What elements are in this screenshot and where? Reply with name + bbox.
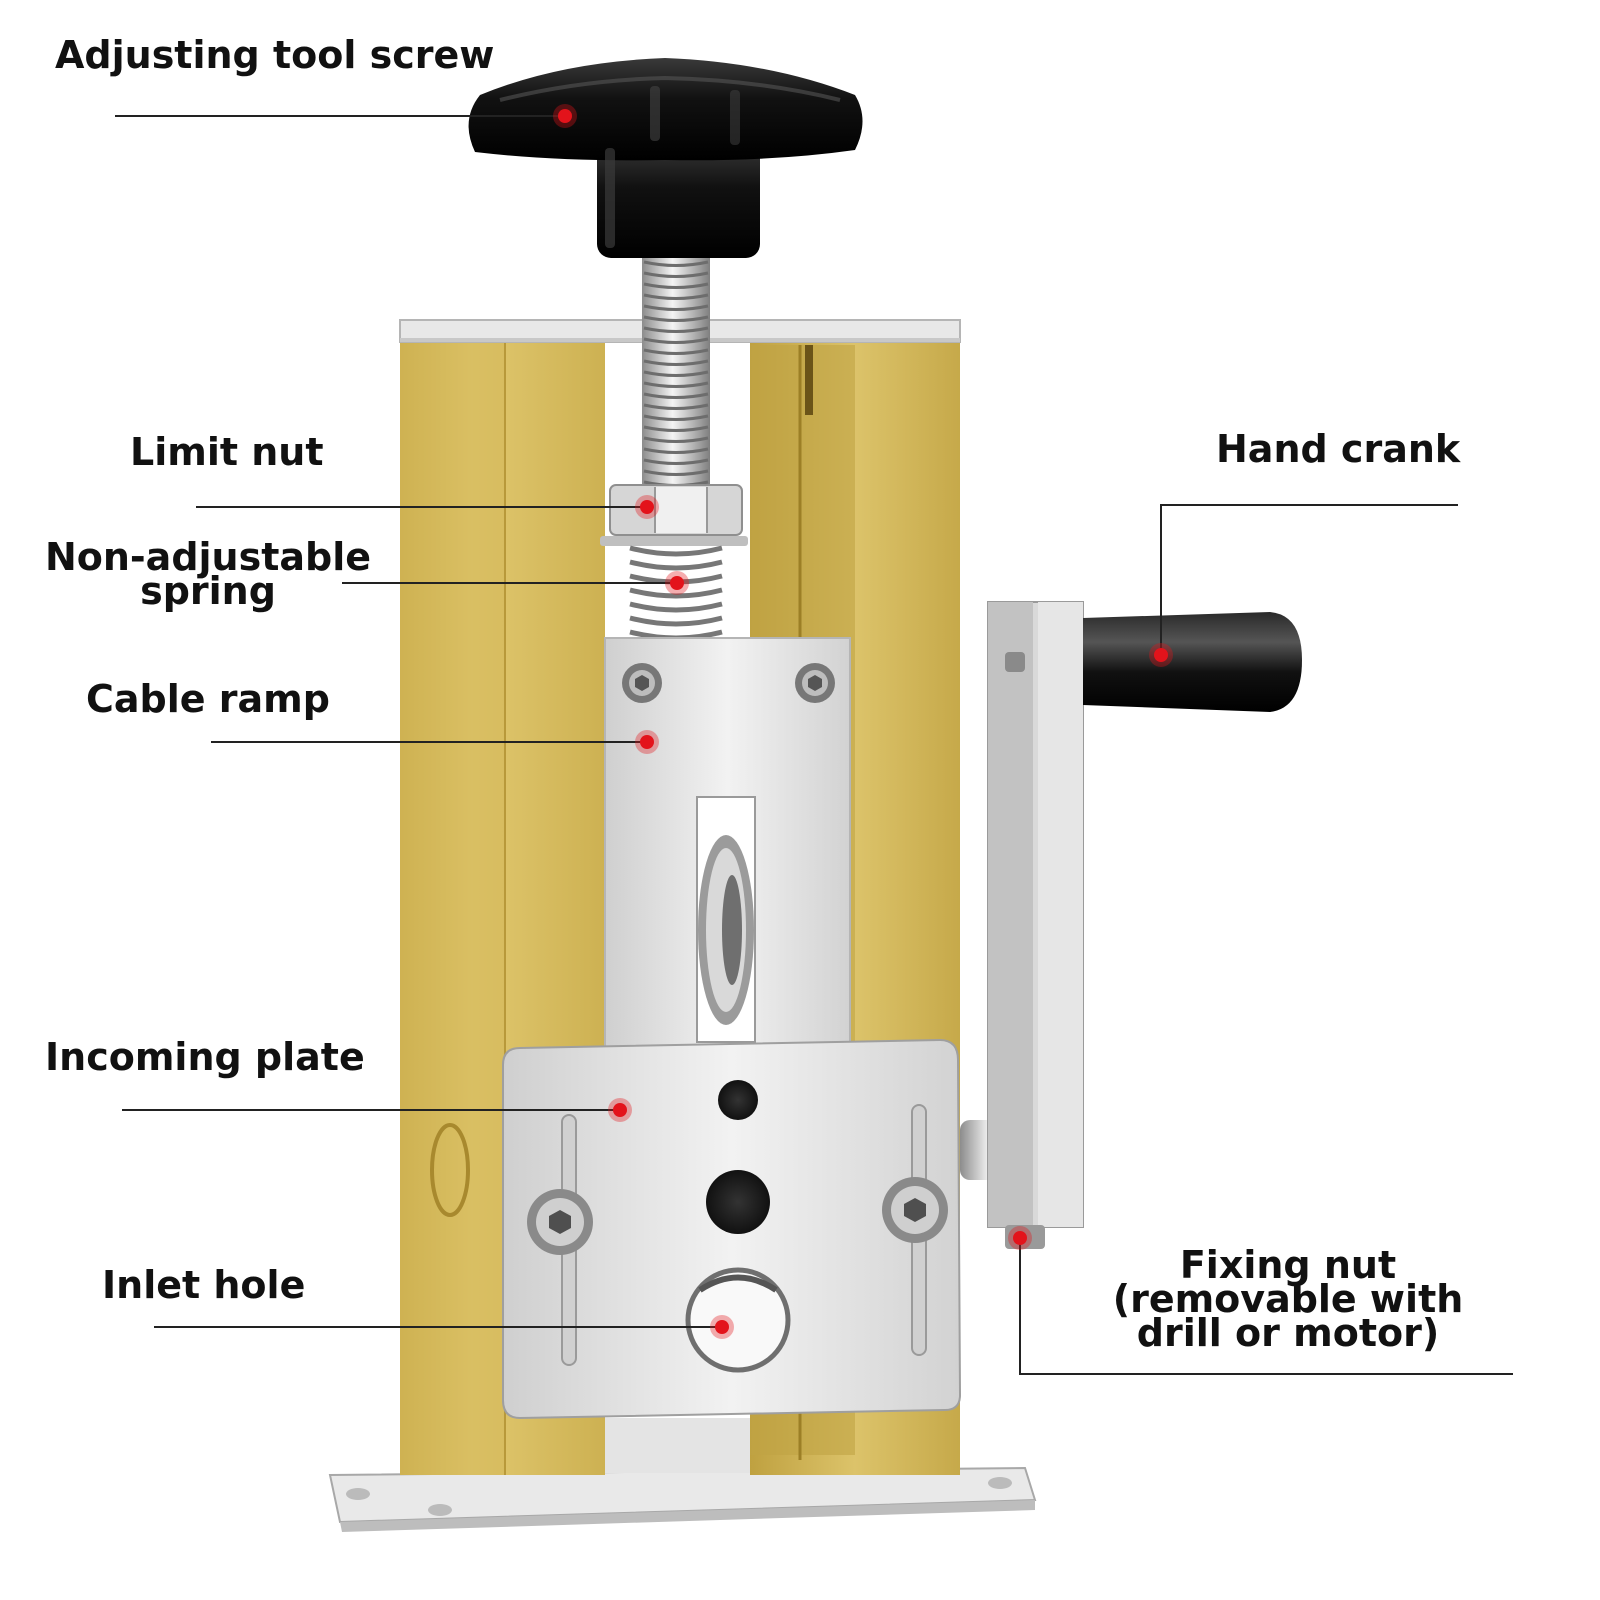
leader-lines	[115, 115, 1513, 1375]
thread-ridge	[643, 315, 709, 322]
marker-limit-nut	[635, 495, 659, 519]
marker-dots	[553, 104, 1173, 1339]
label-non-adjustable-spring: Non-adjustable spring	[44, 535, 372, 613]
thread-ridge	[643, 337, 709, 344]
label-cable-ramp: Cable ramp	[86, 677, 330, 721]
label-inlet-hole: Inlet hole	[102, 1263, 306, 1307]
marker-cable-ramp	[635, 730, 659, 754]
incoming-plate	[502, 1038, 962, 1420]
limit-nut	[600, 484, 748, 546]
thread-ridge	[643, 436, 709, 443]
thread-ridge	[643, 392, 709, 399]
spring-coil	[629, 601, 723, 613]
thread-ridge	[643, 414, 709, 421]
spring-coil	[629, 587, 723, 599]
marker-fixing-nut	[1008, 1226, 1032, 1250]
label-fixing-nut-line-2: (removable with	[1112, 1277, 1464, 1321]
thread-ridge	[643, 381, 709, 388]
marker-adjusting-tool-screw	[553, 104, 577, 128]
spring-coil	[629, 615, 723, 627]
spring-coil	[629, 545, 723, 557]
label-hand-crank: Hand crank	[1216, 427, 1461, 471]
label-spring-line-2: spring	[140, 569, 276, 613]
base-plate	[328, 1466, 1037, 1532]
label-adjusting-tool-screw: Adjusting tool screw	[55, 33, 495, 77]
thread-ridge	[643, 359, 709, 366]
thread-ridge	[643, 271, 709, 278]
adjusting-knob	[468, 58, 863, 258]
leader-hand-crank	[1160, 504, 1458, 655]
thread-ridge	[643, 326, 709, 333]
label-fixing-nut-line-3: drill or motor)	[1136, 1311, 1440, 1355]
thread-ridge	[643, 348, 709, 355]
label-spring-line-1: Non-adjustable	[44, 535, 372, 579]
thread-ridge	[643, 447, 709, 454]
crank-handle	[1083, 612, 1302, 712]
thread-ridge	[643, 293, 709, 300]
marker-hand-crank	[1149, 643, 1173, 667]
label-fixing-nut-line-1: Fixing nut	[1179, 1243, 1397, 1287]
thread-ridge	[643, 304, 709, 311]
cable-ramp-plate	[604, 637, 851, 1049]
crank-arm	[960, 601, 1084, 1249]
spring-coil	[629, 559, 723, 571]
marker-spring	[665, 571, 689, 595]
label-limit-nut: Limit nut	[130, 430, 324, 474]
label-fixing-nut: Fixing nut (removable with drill or moto…	[1112, 1243, 1464, 1355]
thread-ridge	[643, 425, 709, 432]
thread-ridge	[643, 260, 709, 267]
marker-inlet-hole	[710, 1315, 734, 1339]
marker-incoming-plate	[608, 1098, 632, 1122]
thread-ridge	[643, 403, 709, 410]
lower-gap	[605, 1418, 750, 1473]
label-incoming-plate: Incoming plate	[45, 1035, 365, 1079]
leader-fixing-nut	[1019, 1238, 1513, 1375]
thread-ridge	[643, 469, 709, 476]
thread-ridge	[643, 370, 709, 377]
thread-ridge	[643, 282, 709, 289]
thread-ridge	[643, 458, 709, 465]
